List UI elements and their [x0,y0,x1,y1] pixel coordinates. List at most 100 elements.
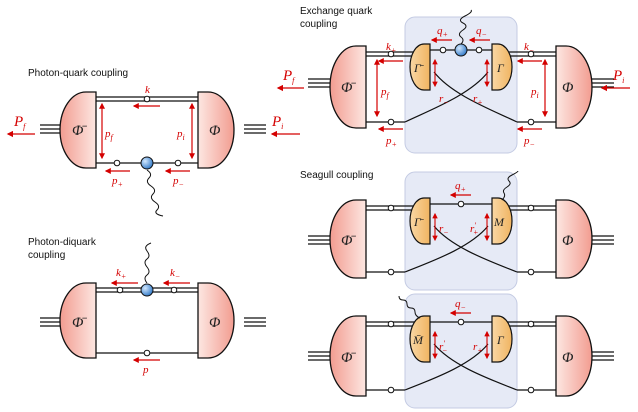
propagator-dot [475,46,483,54]
propagator-dot [387,50,395,58]
right-blob-label: Φ [562,80,574,96]
phi-amplitude [197,91,235,169]
momentum-label-q-plus: q+ [437,25,448,39]
propagator-dot [387,386,395,394]
right-nucleon-leg [244,124,266,134]
propagator-dot [527,268,535,276]
momentum-label-r-plus: r+ [473,93,483,107]
exchange-quark-diagram: Exchange quark coupling Φ̄ Φ Γ̄ Γ [276,6,630,154]
seagull-title: Seagull coupling [300,170,373,181]
photon-diquark-title-line1: Photon-diquark [28,237,97,248]
momentum-label-pi: Pi [612,68,624,85]
momentum-label-q-minus: q− [455,298,466,312]
right-nucleon-leg [590,351,614,361]
crossed-quark-line [433,71,518,123]
right-nucleon-leg [244,317,266,327]
bar-phi-amplitude [59,282,97,359]
left-vertex-label: Γ̄ [413,215,424,229]
phi-amplitude [555,45,593,129]
phi-amplitude [555,199,593,279]
left-nucleon-leg [40,317,62,327]
gamma-vertex [491,43,513,91]
momentum-label-q-minus: q− [476,25,487,39]
bar-phi-amplitude [329,315,367,397]
crossed-quark-line [404,343,489,391]
momentum-label-p-plus: p+ [111,175,123,189]
momentum-label-pf-rel: pf [380,86,391,100]
momentum-label-pf-rel: pf [104,128,115,142]
phi-amplitude [197,282,235,359]
left-vertex-label: M̄ [412,333,424,347]
crossed-quark-line [433,225,518,273]
propagator-dot [113,159,121,167]
crossed-quark-line [433,343,518,391]
momentum-label-p: p [142,364,149,376]
momentum-label-pi-rel: pi [530,86,539,100]
photon-diquark-diagram: Photon-diquark coupling Φ̄ Φ k+ k− p [28,237,266,376]
propagator-dot [527,386,535,394]
photon-quark-title: Photon-quark coupling [28,68,128,79]
momentum-label-p-minus: p− [172,175,184,189]
crossed-quark-line [404,71,489,123]
momentum-label-r-minus-prime: r′− [439,339,447,355]
exchange-title-line2: coupling [300,19,337,30]
propagator-dot [439,46,447,54]
bar-phi-amplitude [329,199,367,279]
phi-amplitude [555,315,593,397]
right-blob-label: Φ [209,315,221,331]
crossed-quark-line [404,225,489,273]
momentum-label-k-plus: k+ [386,41,396,55]
exchange-kernel-box [404,16,518,154]
momentum-label-pf: Pf [13,114,27,131]
photon-line [458,9,472,45]
gamma-bar-vertex [409,197,431,245]
propagator-dot [527,50,535,58]
momentum-label-r-minus: r− [439,93,449,107]
propagator-dot [387,118,395,126]
propagator-dot [527,118,535,126]
left-vertex-label: Γ̄ [413,61,424,75]
left-nucleon-leg [308,351,332,361]
seagull-conjugate-diagram: Φ̄ Φ M̄ Γ q− r′− r+ [308,293,614,409]
propagator-dot [457,318,465,326]
photon-diquark-title-line2: coupling [28,250,65,261]
propagator-dot [143,95,151,103]
seagull-diagram: Seagull coupling Φ̄ Φ Γ̄ M q+ r− r′+ [300,170,614,291]
gamma-vertex [491,315,513,363]
right-vertex-label: Γ [496,333,505,347]
momentum-label-r-plus: r+ [473,341,483,355]
photon-line [501,170,519,201]
momentum-label-r-plus-prime: r′+ [470,221,478,237]
left-nucleon-leg [40,124,62,134]
left-nucleon-leg [308,235,332,245]
momentum-label-k-minus: k− [170,267,180,281]
photon-vertex [454,43,468,57]
momentum-label-pi-rel: pi [176,128,185,142]
gamma-bar-vertex [409,43,431,91]
momentum-label-r-minus: r− [439,223,449,237]
momentum-label-pi: Pi [271,114,283,131]
right-nucleon-leg [590,235,614,245]
bar-phi-amplitude [59,91,97,169]
momentum-label-q-plus: q+ [455,180,466,194]
momentum-label-pf: Pf [282,68,296,85]
momentum-label-p-minus: p− [523,135,535,149]
photon-line [398,295,421,319]
right-blob-label: Φ [562,350,574,366]
propagator-dot [457,200,465,208]
propagator-dot [387,320,395,328]
bar-phi-amplitude [329,45,367,129]
photon-line [146,169,164,217]
momentum-label-k-plus: k+ [116,267,126,281]
right-blob-label: Φ [209,123,221,139]
right-nucleon-leg [590,78,614,88]
photon-line [144,242,152,284]
propagator-dot [387,268,395,276]
exchange-title-line1: Exchange quark [300,6,373,17]
propagator-dot [143,349,151,357]
momentum-label-p-plus: p+ [385,135,397,149]
propagator-dot [527,320,535,328]
momentum-label-k: k [145,84,151,96]
photon-quark-diagram: Photon-quark coupling Φ̄ Φ Pf Pi k pf pi… [6,68,300,217]
